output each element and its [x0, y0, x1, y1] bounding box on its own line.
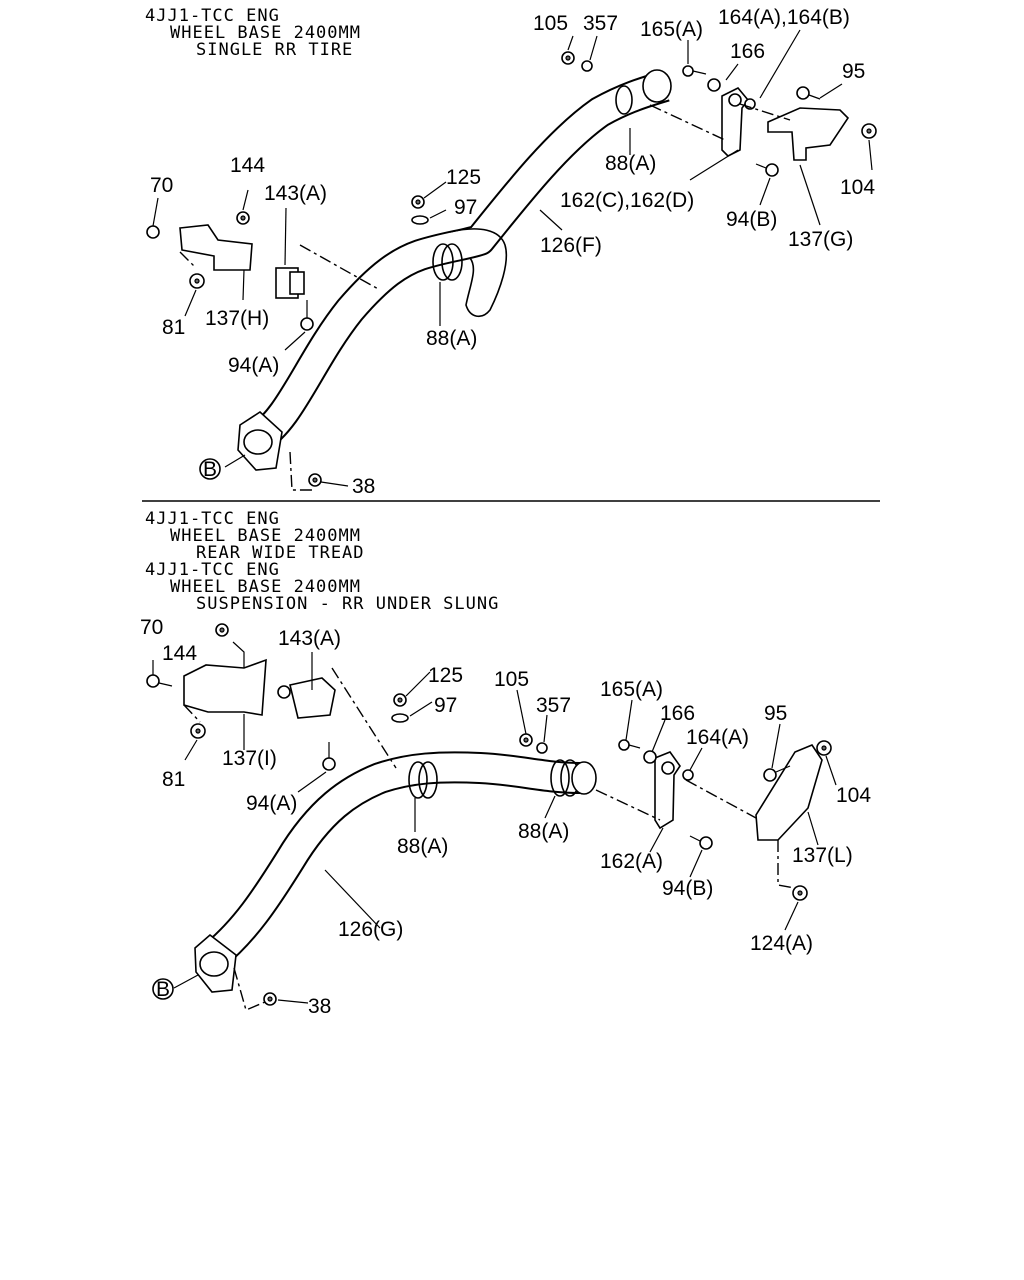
label-166: 166: [730, 40, 765, 63]
label-137g: 137(G): [788, 228, 853, 251]
label-95: 95: [842, 60, 865, 83]
label-137h: 137(H): [205, 307, 269, 330]
diagram-a: 4JJ1-TCC ENG WHEEL BASE 2400MM SINGLE RR…: [145, 6, 877, 498]
pipe-flange-b: [194, 933, 237, 993]
header-b-line-2: WHEEL BASE 2400MM: [170, 526, 361, 546]
label-b-88a-right: 88(A): [518, 820, 569, 843]
leader-lines-b: [152, 641, 837, 1011]
label-b-166: 166: [660, 702, 695, 725]
label-b-165a: 165(A): [600, 678, 663, 701]
label-b-143a: 143(A): [278, 627, 341, 650]
label-165a: 165(A): [640, 18, 703, 41]
header-b-line-6: SUSPENSION - RR UNDER SLUNG: [196, 594, 499, 614]
label-b-81: 81: [162, 768, 185, 791]
label-104: 104: [840, 176, 875, 199]
label-b-94b: 94(B): [662, 877, 713, 900]
label-97: 97: [454, 196, 477, 219]
header-b-line-5: WHEEL BASE 2400MM: [170, 577, 361, 597]
label-88a-top: 88(A): [605, 152, 656, 175]
marker-b-2: B: [156, 978, 170, 1001]
label-b-97: 97: [434, 694, 457, 717]
label-b-125: 125: [428, 664, 463, 687]
exhaust-pipe-126g: [204, 751, 597, 968]
label-162cd: 162(C),162(D): [560, 189, 694, 212]
label-357: 357: [583, 12, 618, 35]
bracket-137h: [179, 224, 305, 299]
header-b-line-3: REAR WIDE TREAD: [196, 543, 365, 563]
bracket-137i: [183, 658, 336, 719]
label-38: 38: [352, 475, 375, 498]
label-164ab: 164(A),164(B): [718, 6, 850, 29]
header-line-1: 4JJ1-TCC ENG: [145, 6, 280, 26]
label-125: 125: [446, 166, 481, 189]
pipe-flange: [237, 410, 283, 471]
label-b-164a: 164(A): [686, 726, 749, 749]
label-94b: 94(B): [726, 208, 777, 231]
label-b-124a: 124(A): [750, 932, 813, 955]
label-b-137l: 137(L): [792, 844, 853, 867]
label-126f: 126(F): [540, 234, 602, 257]
label-b-357: 357: [536, 694, 571, 717]
fasteners-b: [146, 623, 832, 1006]
label-143a: 143(A): [264, 182, 327, 205]
label-b-104: 104: [836, 784, 871, 807]
hanger-bracket-162a: [654, 751, 681, 830]
marker-b-circle: [199, 458, 221, 480]
label-88a-mid: 88(A): [426, 327, 477, 350]
header-b-line-4: 4JJ1-TCC ENG: [145, 560, 280, 580]
header-b-line-1: 4JJ1-TCC ENG: [145, 509, 280, 529]
label-b-95: 95: [764, 702, 787, 725]
label-b-38: 38: [308, 995, 331, 1018]
label-70: 70: [150, 174, 173, 197]
label-144: 144: [230, 154, 265, 177]
label-81: 81: [162, 316, 185, 339]
header-line-2: WHEEL BASE 2400MM: [170, 23, 361, 43]
label-b-94a: 94(A): [246, 792, 297, 815]
header-line-3: SINGLE RR TIRE: [196, 40, 353, 60]
leader-lines-a: [152, 29, 873, 491]
label-b-105: 105: [494, 668, 529, 691]
diagram-b: 4JJ1-TCC ENG WHEEL BASE 2400MM REAR WIDE…: [140, 509, 871, 1018]
label-94a: 94(A): [228, 354, 279, 377]
label-b-137i: 137(I): [222, 747, 277, 770]
label-b-144: 144: [162, 642, 197, 665]
bracket-137g: [767, 107, 850, 161]
marker-b-circle-2: [152, 978, 174, 1000]
label-b-88a-left: 88(A): [397, 835, 448, 858]
label-b-162a: 162(A): [600, 850, 663, 873]
marker-b: B: [203, 458, 217, 481]
bracket-137l: [755, 744, 823, 841]
exhaust-pipe-126f: [249, 69, 672, 452]
label-b-70: 70: [140, 616, 163, 639]
label-105: 105: [533, 12, 568, 35]
label-b-126g: 126(G): [338, 918, 403, 941]
hanger-bracket-162cd: [721, 87, 750, 157]
